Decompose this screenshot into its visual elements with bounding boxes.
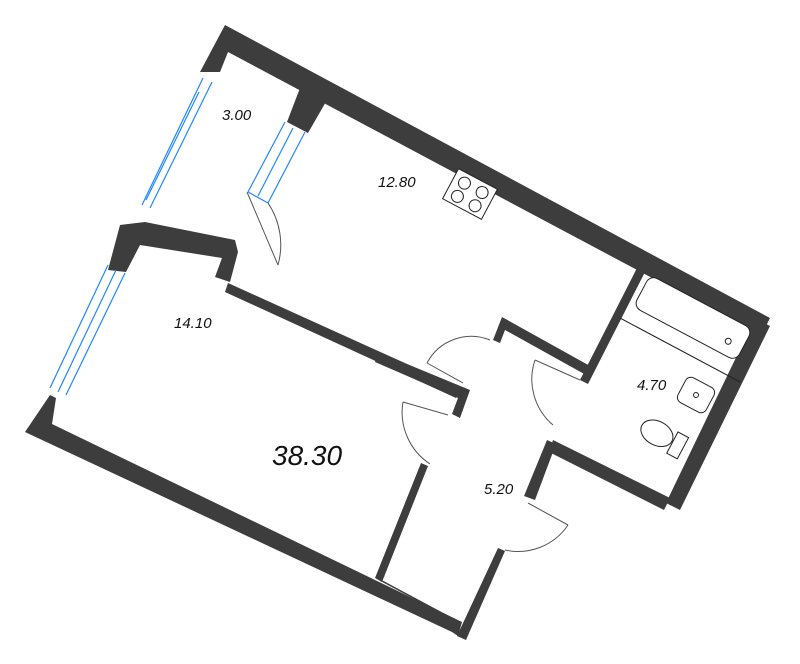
toilet-icon [640,419,690,460]
bottom-outer-wall [25,395,462,636]
bathroom-bottom-wall [549,440,670,510]
kitchen-door [426,335,491,384]
fixtures [441,167,751,460]
bathroom-left-wall [580,268,645,384]
loggia-partition [287,88,327,133]
living-room-area: 14.10 [174,315,212,332]
loggia-door [246,191,282,266]
hallway-area: 5.20 [484,481,514,498]
bathtub-edge [619,317,741,383]
bathtub-icon [635,277,751,359]
hall-right-wall-lower [457,548,505,640]
loggia-area: 3.00 [222,107,252,124]
windows [49,77,306,396]
hall-bottom-line [378,578,457,622]
living-right-wall [375,463,428,582]
kitchen-window [247,121,306,204]
closet-wall [493,317,590,375]
walls [25,25,770,640]
stove-icon [441,167,499,221]
doors [246,191,581,552]
living-hall-wall [375,352,470,418]
sink-icon [676,376,716,414]
left-wall-pier [108,222,238,282]
area-labels: 3.00 12.80 14.10 5.20 4.70 38.30 [174,107,667,498]
bathroom-door [531,359,581,426]
right-outer-wall [666,318,770,510]
hall-right-wall-upper [524,440,556,500]
top-outer-wall [200,25,770,336]
kitchen-area: 12.80 [378,174,416,191]
living-door [401,401,449,465]
entrance-door [504,502,569,552]
total-area: 38.30 [272,440,342,471]
loggia-window [141,77,213,209]
living-window [49,264,126,396]
bathroom-area: 4.70 [637,377,667,394]
